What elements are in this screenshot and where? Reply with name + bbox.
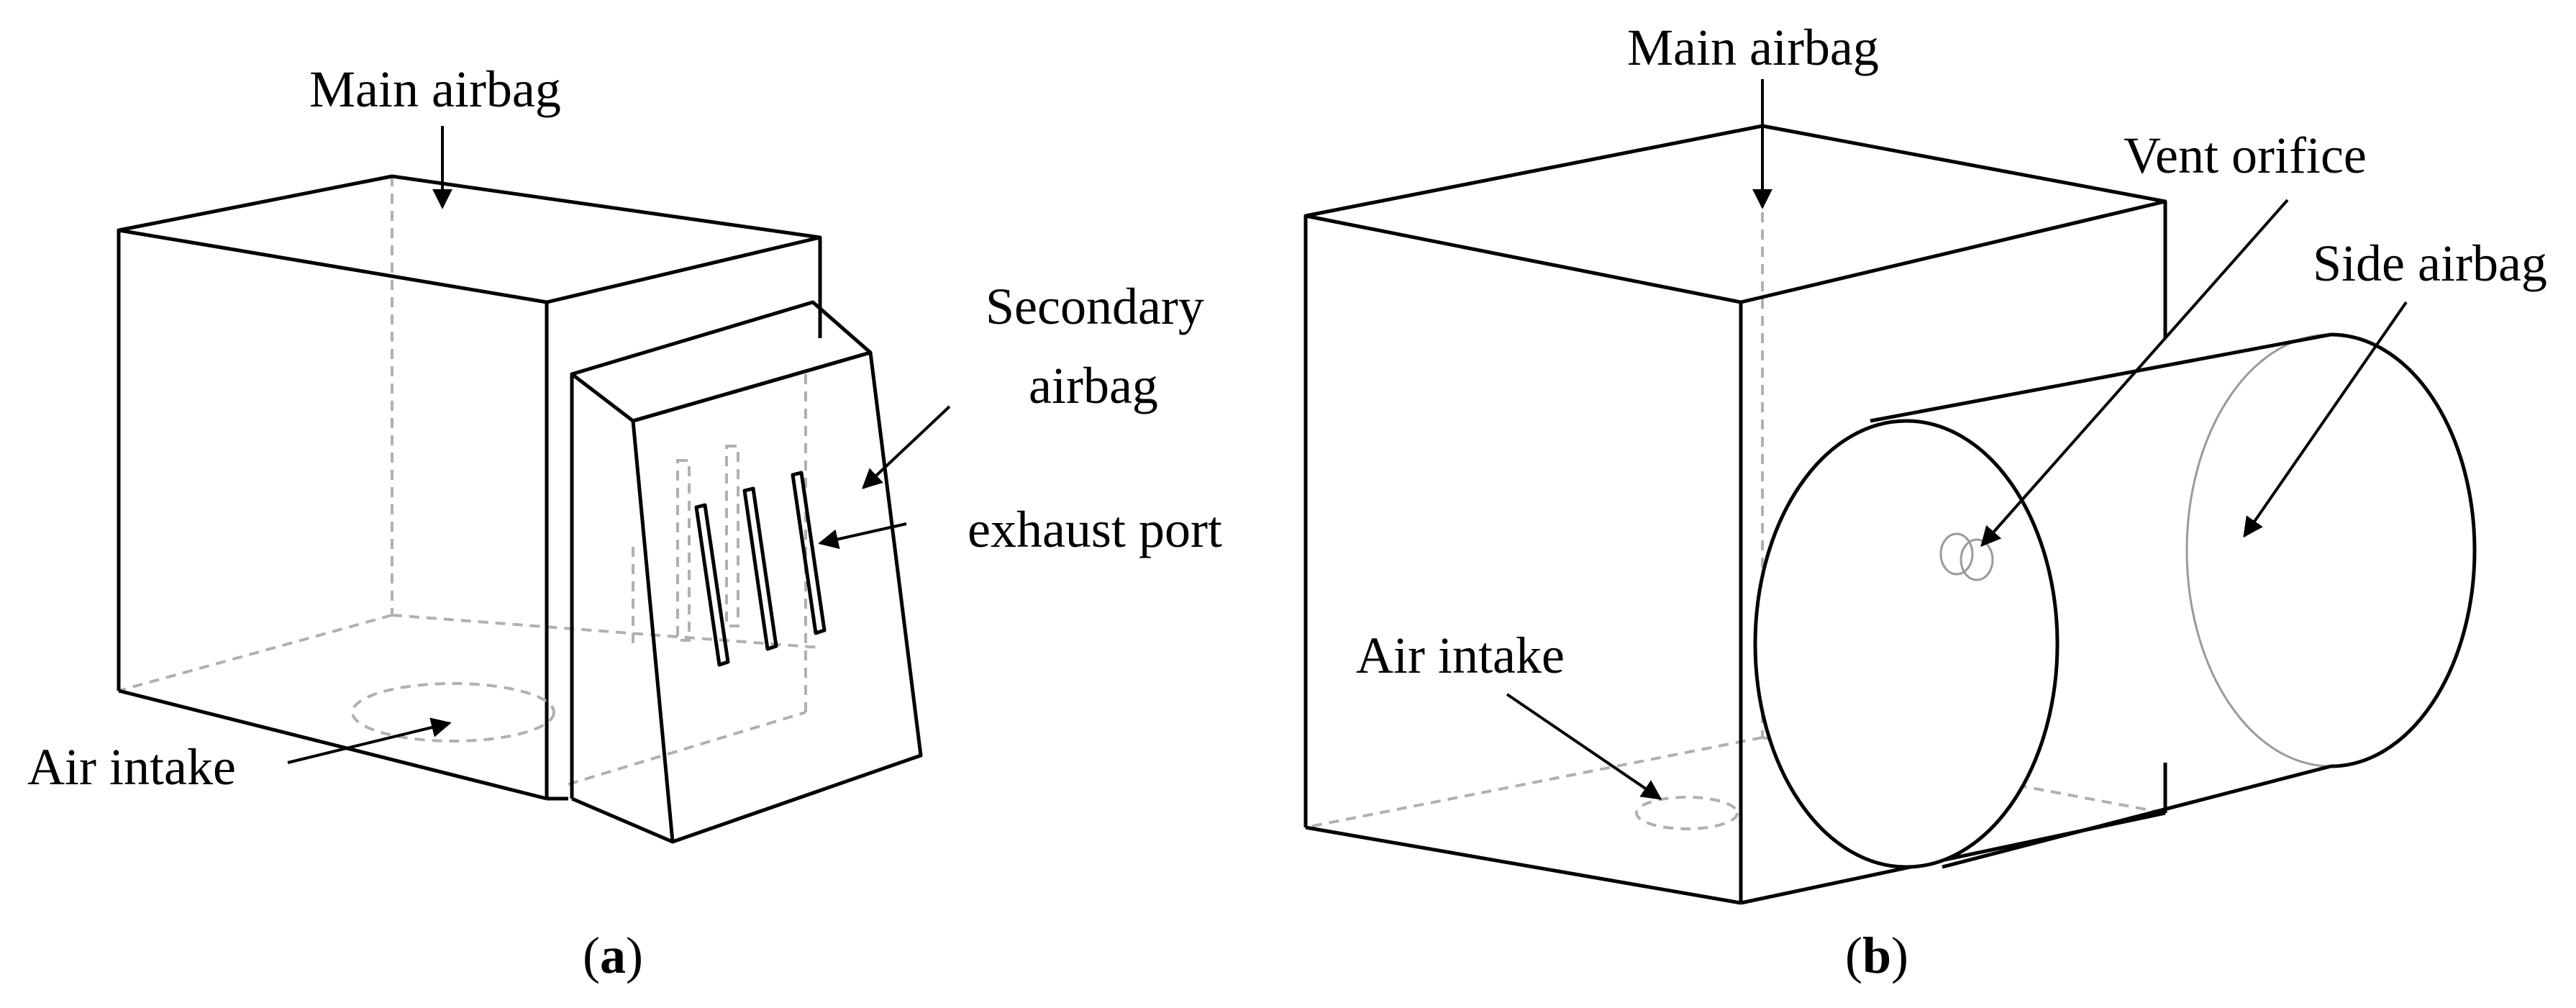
caption-b-letter: b	[1862, 927, 1891, 984]
exhaust-port-label: exhaust port	[968, 501, 1222, 558]
air-intake-opening-a	[351, 682, 555, 743]
secondary-airbag-box	[568, 300, 923, 844]
exhaust-port-slots	[676, 445, 827, 667]
secondary-airbag-label-line2: airbag	[1029, 357, 1158, 414]
side-airbag-cylinder	[1753, 332, 2477, 869]
panel-b: Main airbag Vent orifice Side airbag Air…	[1303, 19, 2547, 984]
vent-orifice-label: Vent orifice	[2124, 127, 2367, 184]
main-airbag-box-b	[1303, 124, 2167, 905]
main-airbag-label-b: Main airbag	[1627, 19, 1879, 76]
main-airbag-box-a	[117, 174, 822, 801]
main-airbag-label-a: Main airbag	[309, 60, 561, 118]
caption-a-close: )	[626, 927, 643, 984]
caption-b-close: )	[1891, 927, 1908, 984]
caption-a-open: (	[583, 927, 600, 984]
vent-orifice	[1939, 532, 1994, 581]
panel-a: Main airbag Secondary airbag exhaust por…	[27, 60, 1222, 984]
air-intake-label-b: Air intake	[1356, 627, 1565, 684]
secondary-airbag-label-line1: Secondary	[986, 278, 1204, 335]
panel-a-leader-arrows	[287, 126, 951, 764]
caption-b: (b)	[1845, 927, 1908, 984]
side-airbag-label: Side airbag	[2313, 235, 2547, 292]
caption-a: (a)	[583, 927, 643, 984]
caption-a-letter: a	[600, 927, 626, 984]
air-intake-opening-b	[1635, 796, 1739, 830]
panel-b-leader-arrows	[1506, 79, 2408, 800]
caption-b-open: (	[1845, 927, 1862, 984]
air-intake-label-a: Air intake	[27, 738, 236, 796]
